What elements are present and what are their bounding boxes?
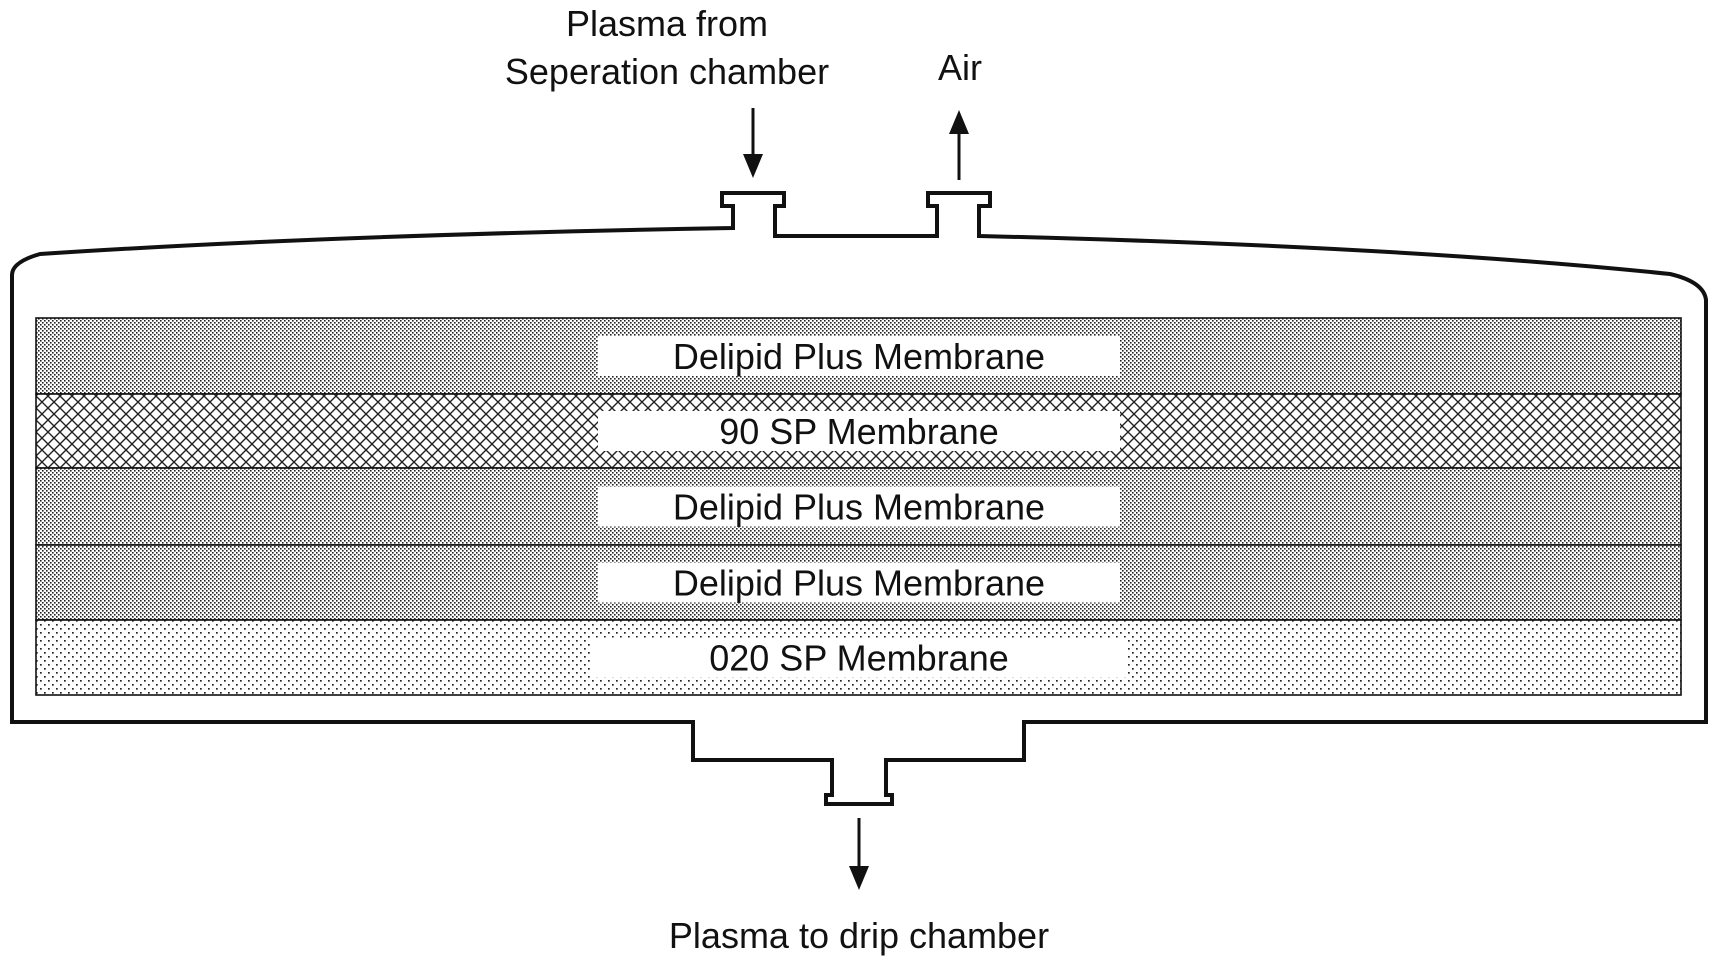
- membrane-label: Delipid Plus Membrane: [673, 487, 1045, 528]
- membrane-label-box: [598, 562, 1120, 603]
- air-outlet-arrow: [949, 110, 969, 180]
- inlet-arrow: [743, 108, 763, 178]
- outlet-label: Plasma to drip chamber: [669, 915, 1049, 956]
- membrane-label: 90 SP Membrane: [719, 411, 999, 452]
- membrane-label: Delipid Plus Membrane: [673, 563, 1045, 604]
- outlet-arrow: [849, 818, 869, 890]
- membrane-layer: [35, 619, 1682, 696]
- membrane-label: Delipid Plus Membrane: [673, 336, 1045, 377]
- inlet-label-line1: Plasma from: [566, 3, 768, 44]
- inlet-label-line2: Seperation chamber: [505, 51, 829, 92]
- membrane-label-box: [598, 411, 1120, 451]
- air-label: Air: [938, 47, 982, 88]
- membrane-label-box: [591, 637, 1127, 678]
- housing-outline: [10, 191, 1708, 806]
- membrane-label-box: [598, 336, 1120, 376]
- membrane-label-box: [598, 486, 1120, 527]
- membrane-label: 020 SP Membrane: [709, 638, 1009, 679]
